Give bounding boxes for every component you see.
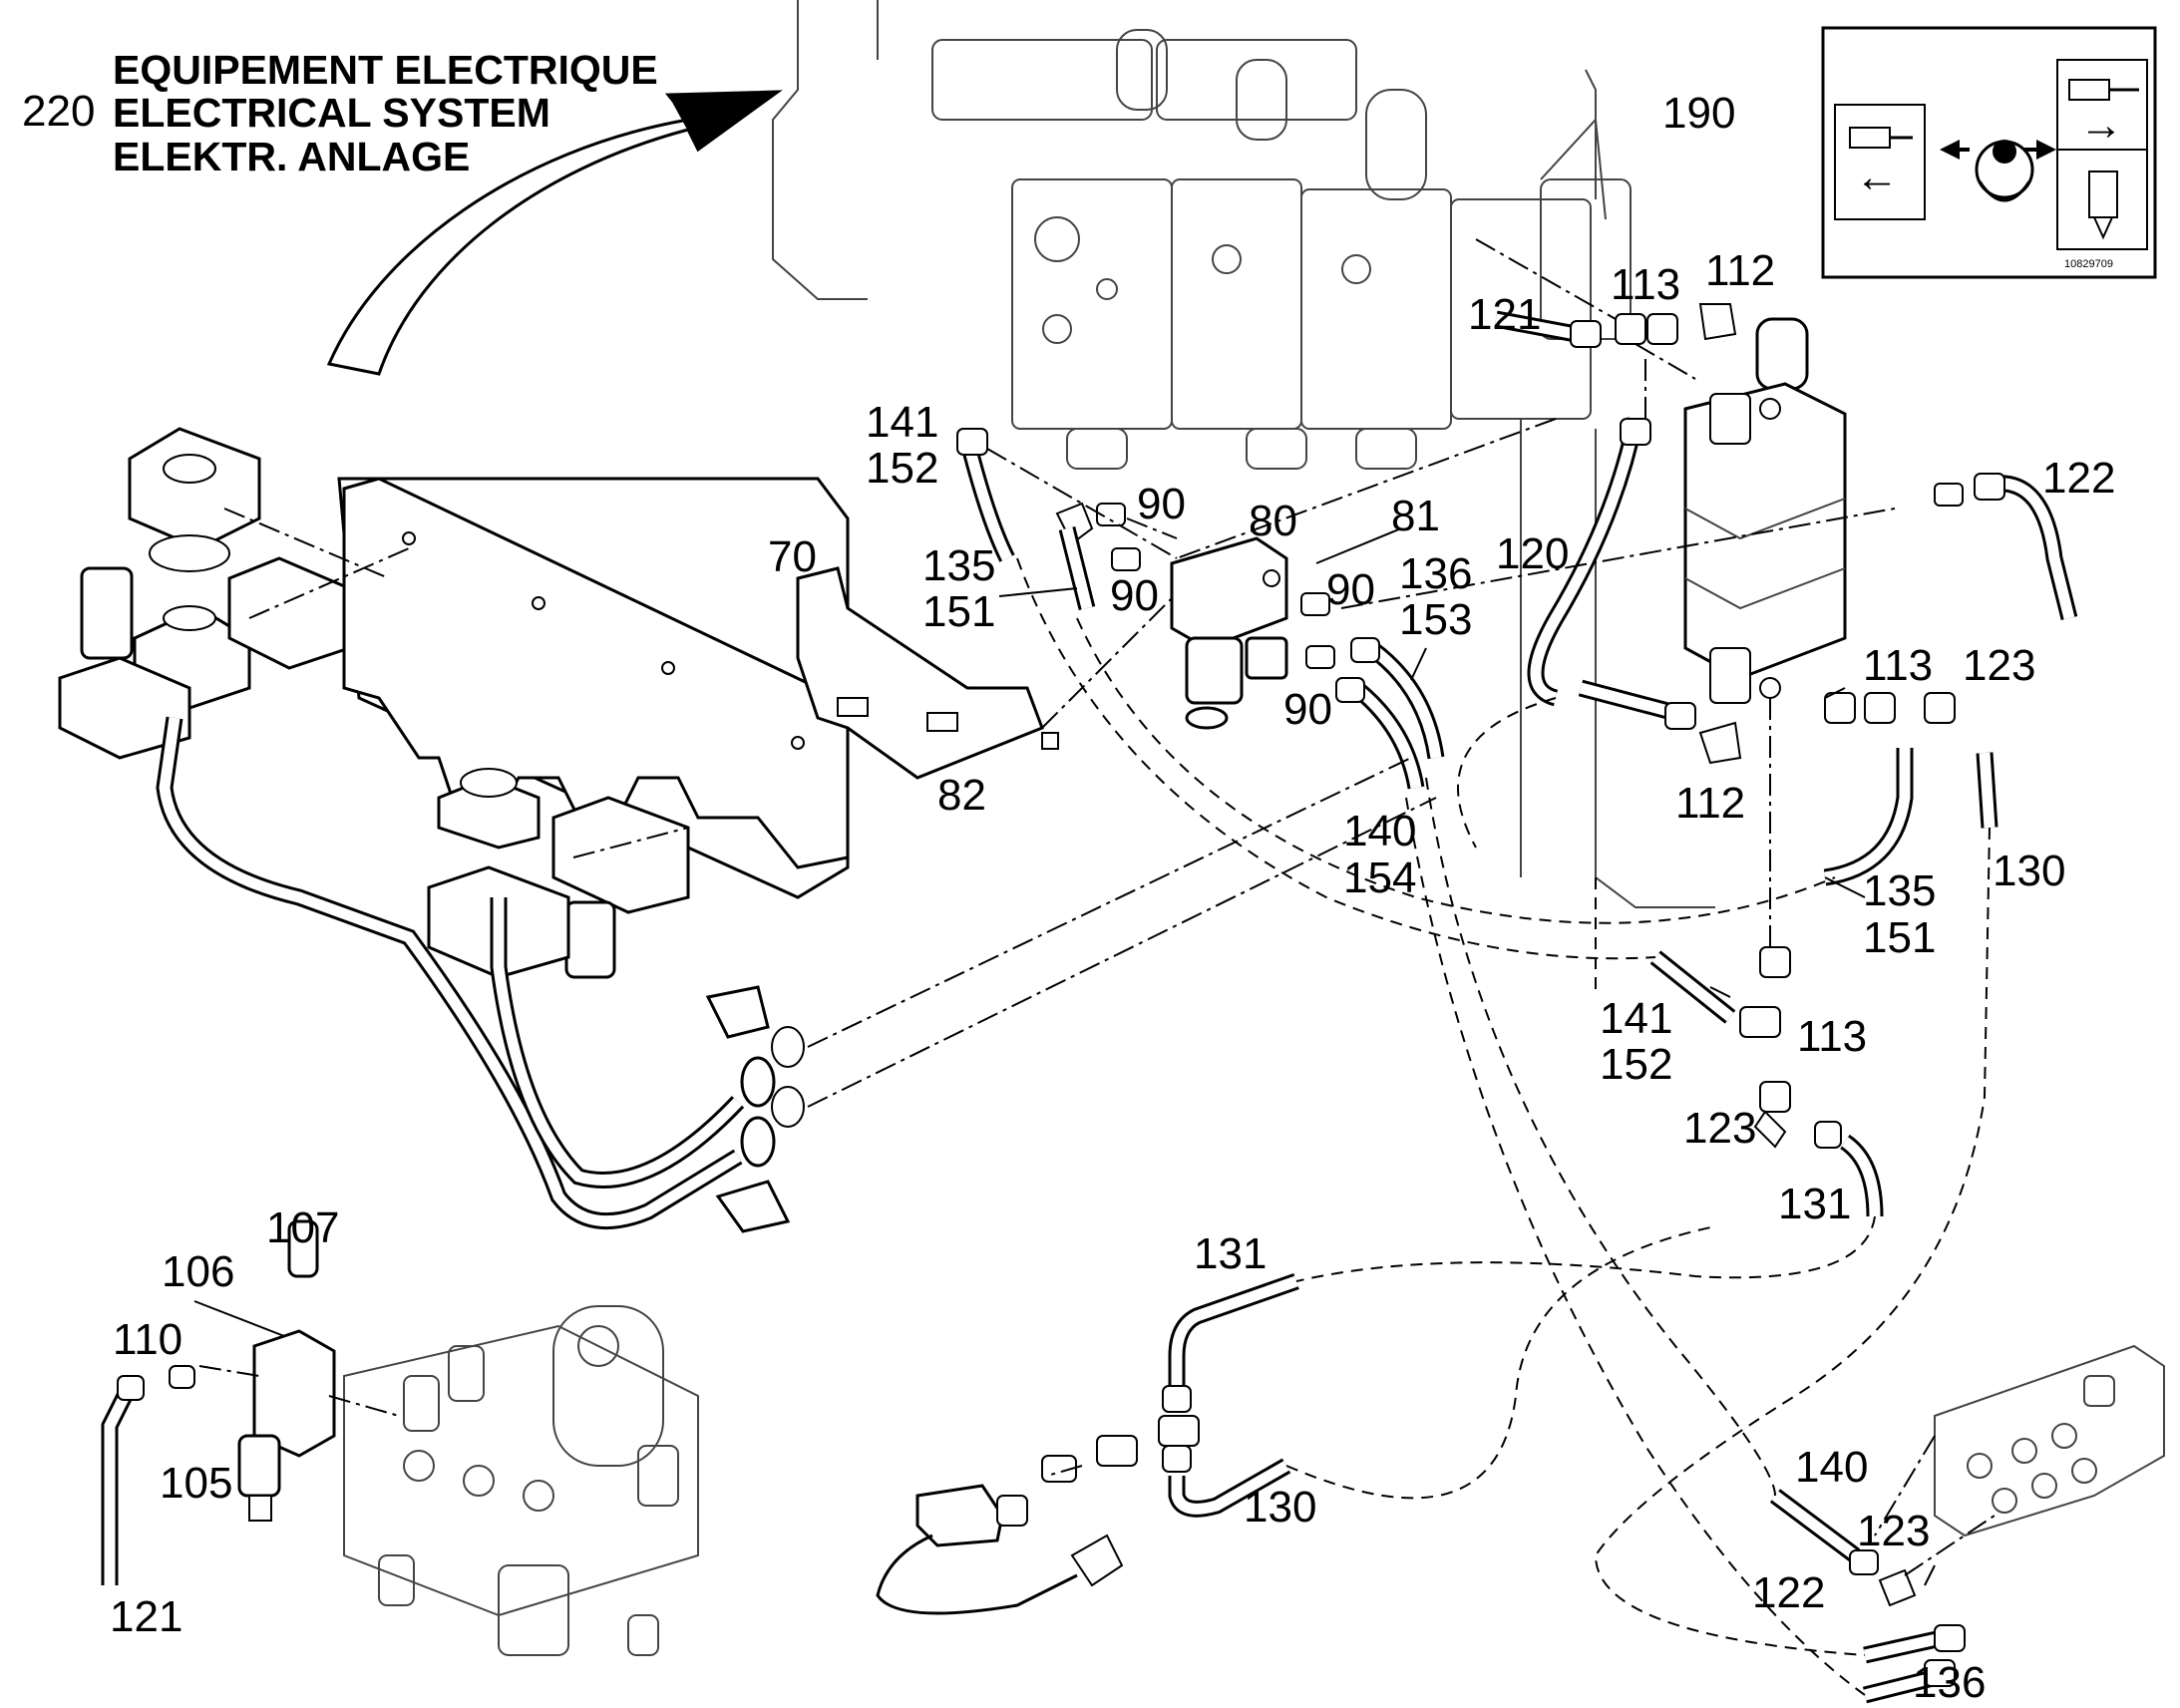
hose-120 — [1527, 417, 1651, 707]
callout-121-top: 121 — [1468, 290, 1541, 339]
right-fittings — [1615, 303, 1964, 1149]
callout-121-bottom: 121 — [110, 1592, 182, 1641]
part-callouts: 70 80 81 82 90 90 90 90 141 152 135 151 … — [110, 246, 2115, 1707]
callout-131-right: 131 — [1778, 1180, 1851, 1228]
hose-140-bottom — [1769, 1489, 1917, 1607]
callout-130-right: 130 — [1993, 847, 2065, 895]
callout-220: 220 — [22, 87, 95, 136]
callout-141-lower: 141 — [1600, 994, 1672, 1043]
hose-130-right — [1976, 752, 1998, 829]
callout-152-top: 152 — [866, 444, 938, 493]
callout-82: 82 — [937, 771, 986, 820]
left-arrow-icon: ← — [1855, 153, 1899, 201]
callout-152-lower: 152 — [1600, 1040, 1672, 1089]
lower-pipe-clamp-assembly — [427, 768, 690, 979]
callout-81: 81 — [1391, 492, 1440, 540]
callout-123-bottom: 123 — [1857, 1507, 1930, 1555]
callout-112-bottom: 112 — [1675, 779, 1745, 828]
callout-90-right: 90 — [1326, 565, 1375, 614]
main-hydraulic-tubes — [156, 716, 805, 1233]
hose-131-lower — [1839, 1134, 1884, 1217]
title-french: EQUIPEMENT ELECTRIQUE — [113, 47, 658, 93]
pressure-cylinder-icon — [2088, 171, 2118, 240]
callout-140-top: 140 — [1343, 807, 1416, 855]
callout-135-right: 135 — [1863, 866, 1936, 915]
callout-113-right: 113 — [1863, 641, 1933, 690]
valve-fittings — [1055, 502, 1335, 669]
hose-routing-dashed — [1016, 557, 1991, 1696]
hose-141-lower — [1649, 950, 1736, 1024]
instruction-panel: 190 ← → 10829709 — [1662, 26, 2157, 279]
hose-135-top — [1058, 525, 1096, 611]
callout-154: 154 — [1343, 854, 1416, 902]
hoses-136-140 — [1335, 637, 1445, 790]
callout-151-right: 151 — [1863, 913, 1936, 962]
hose-131-130-center — [1041, 1272, 1299, 1518]
callout-105: 105 — [160, 1459, 232, 1508]
distribution-block-ghost — [1934, 1344, 2165, 1537]
callout-113-top: 113 — [1611, 260, 1680, 309]
callout-141-top: 141 — [866, 398, 938, 447]
title-english: ELECTRICAL SYSTEM — [113, 90, 550, 136]
callout-136-top: 136 — [1399, 549, 1472, 598]
right-arrow-icon: → — [2079, 101, 2123, 150]
solenoid-valve-80 — [1041, 527, 1402, 750]
cylinder-retract-icon — [1849, 127, 1913, 149]
callout-136-bottom: 136 — [1913, 1658, 1986, 1707]
callout-122-top: 122 — [2042, 454, 2115, 503]
callout-130-center: 130 — [1244, 1483, 1316, 1532]
callout-90-upper: 90 — [1137, 480, 1186, 528]
title-german: ELEKTR. ANLAGE — [113, 134, 470, 179]
pressure-sensor — [876, 1484, 1124, 1615]
callout-107: 107 — [266, 1203, 339, 1252]
callout-90-lower: 90 — [1283, 685, 1332, 734]
pilot-valve-105 — [101, 1219, 336, 1585]
callout-80: 80 — [1249, 497, 1297, 545]
brake-valve-block-ghost — [343, 1305, 699, 1656]
callout-90-middle: 90 — [1110, 571, 1159, 620]
hose-135-right — [1823, 748, 1914, 886]
callout-113-lower: 113 — [1797, 1012, 1867, 1061]
joystick-hand-icon — [1940, 140, 2056, 202]
callout-190: 190 — [1662, 89, 1735, 138]
hose-121-top — [1494, 310, 1602, 348]
hose-to-112b — [1578, 679, 1696, 730]
callout-110: 110 — [113, 1315, 182, 1364]
hose-122-top — [1974, 473, 2078, 621]
callout-120: 120 — [1496, 529, 1569, 578]
callout-70: 70 — [768, 532, 817, 581]
electrical-system-reference: 220 EQUIPEMENT ELECTRIQUE ELECTRICAL SYS… — [22, 47, 783, 376]
accumulator-valve-block — [1683, 317, 1847, 704]
callout-131-center: 131 — [1194, 1229, 1267, 1278]
callout-135-top: 135 — [922, 541, 995, 590]
callout-122-bottom: 122 — [1752, 1568, 1825, 1617]
left-pipe-clamp-assembly — [58, 427, 850, 899]
assembly-lines — [198, 238, 1996, 1576]
callout-151-top: 151 — [922, 587, 995, 636]
hose-141-top — [956, 428, 1015, 562]
hoses-122-136-bottom — [1862, 1624, 1966, 1704]
callout-123-lower: 123 — [1683, 1104, 1756, 1153]
callout-112-top: 112 — [1705, 246, 1775, 295]
callout-140-bottom: 140 — [1795, 1443, 1868, 1492]
callout-153: 153 — [1399, 595, 1472, 644]
panel-reference-number: 10829709 — [2064, 258, 2113, 270]
callout-106: 106 — [162, 1247, 234, 1296]
cylinder-extend-icon — [2068, 79, 2139, 101]
callout-123-right: 123 — [1963, 641, 2035, 690]
leader-lines — [998, 587, 1936, 1586]
